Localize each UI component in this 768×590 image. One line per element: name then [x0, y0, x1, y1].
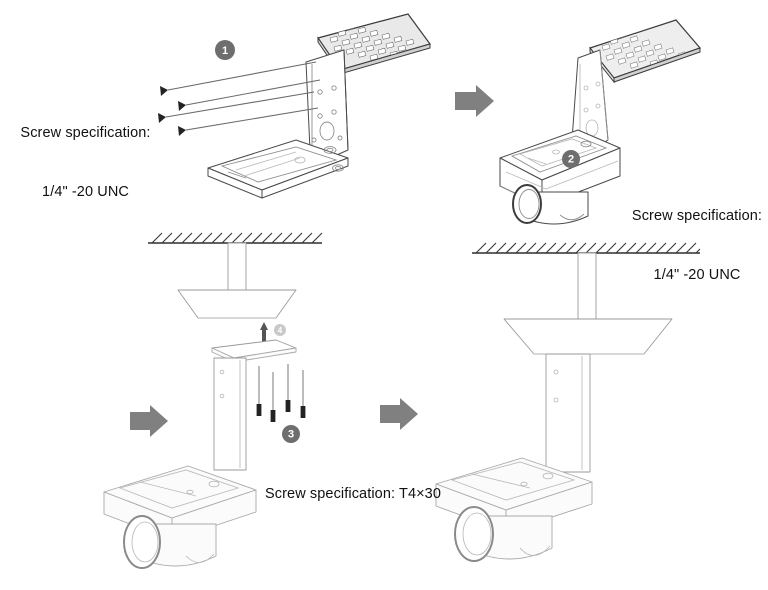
step-marker-1: 1: [215, 40, 235, 60]
marker-4-label: 4: [278, 326, 283, 335]
screw-spec-label-3: Screw specification: T4×30: [258, 446, 448, 544]
camera-assembly-right: [435, 457, 593, 562]
step-marker-3: 3: [282, 425, 300, 443]
drop-pipe-right: [577, 252, 597, 320]
screw: [300, 370, 306, 418]
mount-pole-left: [213, 357, 247, 471]
marker-2-label: 2: [568, 154, 574, 166]
screw-spec-2-line1: Screw specification:: [631, 208, 763, 225]
screw-spec-2-line2: 1/4" -20 UNC: [653, 266, 741, 283]
marker-3-label: 3: [288, 429, 294, 441]
flow-arrow-2: [130, 405, 168, 437]
screw-spec-1-line2: 1/4" -20 UNC: [42, 183, 129, 200]
step-marker-4: 4: [274, 324, 286, 336]
mount-pole-right: [545, 353, 591, 473]
screw-set-3: [256, 364, 306, 422]
drop-pipe-left: [227, 242, 247, 291]
flow-arrow-3: [380, 398, 418, 430]
screw: [178, 79, 321, 111]
screw: [285, 364, 291, 412]
mounting-tray-1: [207, 139, 349, 199]
marker-1-label: 1: [222, 45, 228, 57]
camera-body-2: [499, 129, 621, 225]
screw: [158, 91, 315, 123]
screw-spec-label-2: Screw specification: 1/4" -20 UNC: [626, 168, 768, 325]
screw-set-1: [158, 61, 321, 136]
bracket-vertical-plate-1: [305, 49, 349, 159]
screw-spec-3-line1: Screw specification: T4×30: [264, 486, 442, 503]
screw-spec-1-line1: Screw specification:: [20, 125, 151, 142]
panel-step-4: [435, 242, 701, 562]
screw: [178, 107, 319, 136]
ceiling-surface-left: [148, 232, 323, 244]
panel-step-1: 1: [158, 13, 431, 199]
screw: [256, 366, 262, 416]
assembly-arrow-up: [260, 322, 268, 344]
step-marker-2: 2: [562, 150, 580, 168]
flow-arrow-1: [455, 85, 494, 117]
panel-step-3: 4: [103, 232, 323, 569]
screw: [160, 61, 317, 96]
screw: [270, 372, 276, 422]
screw-spec-label-1: Screw specification: 1/4" -20 UNC: [8, 85, 163, 242]
perforated-plate-2: [588, 19, 702, 84]
ceiling-canopy-left: [177, 289, 297, 319]
camera-assembly-left: [103, 465, 257, 569]
